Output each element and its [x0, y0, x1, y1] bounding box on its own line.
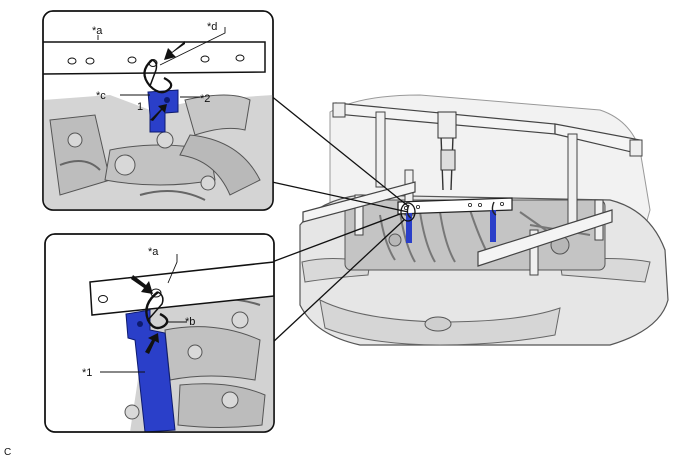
arrow-icon	[145, 333, 159, 354]
arrow-icon	[150, 104, 167, 121]
detail-box-bottom: *a *b *1	[44, 233, 275, 433]
callout-top-a: *a	[92, 25, 103, 37]
leader-lines	[269, 94, 416, 344]
overview-engine-bay	[299, 94, 669, 346]
arrow-icon	[164, 41, 185, 60]
callout-top-1: 1	[137, 101, 143, 113]
figure-code: C	[4, 447, 12, 458]
detail-box-top: *a *d *c *2 1	[42, 10, 274, 211]
callout-top-c: *c	[96, 90, 106, 102]
callout-top-d: *d	[207, 21, 217, 33]
callout-bottom-a: *a	[148, 246, 159, 258]
callout-bottom-b: *b	[185, 316, 195, 328]
arrow-icon	[131, 275, 153, 294]
callout-top-2: *2	[200, 93, 210, 105]
callout-bottom-1: *1	[82, 367, 92, 379]
